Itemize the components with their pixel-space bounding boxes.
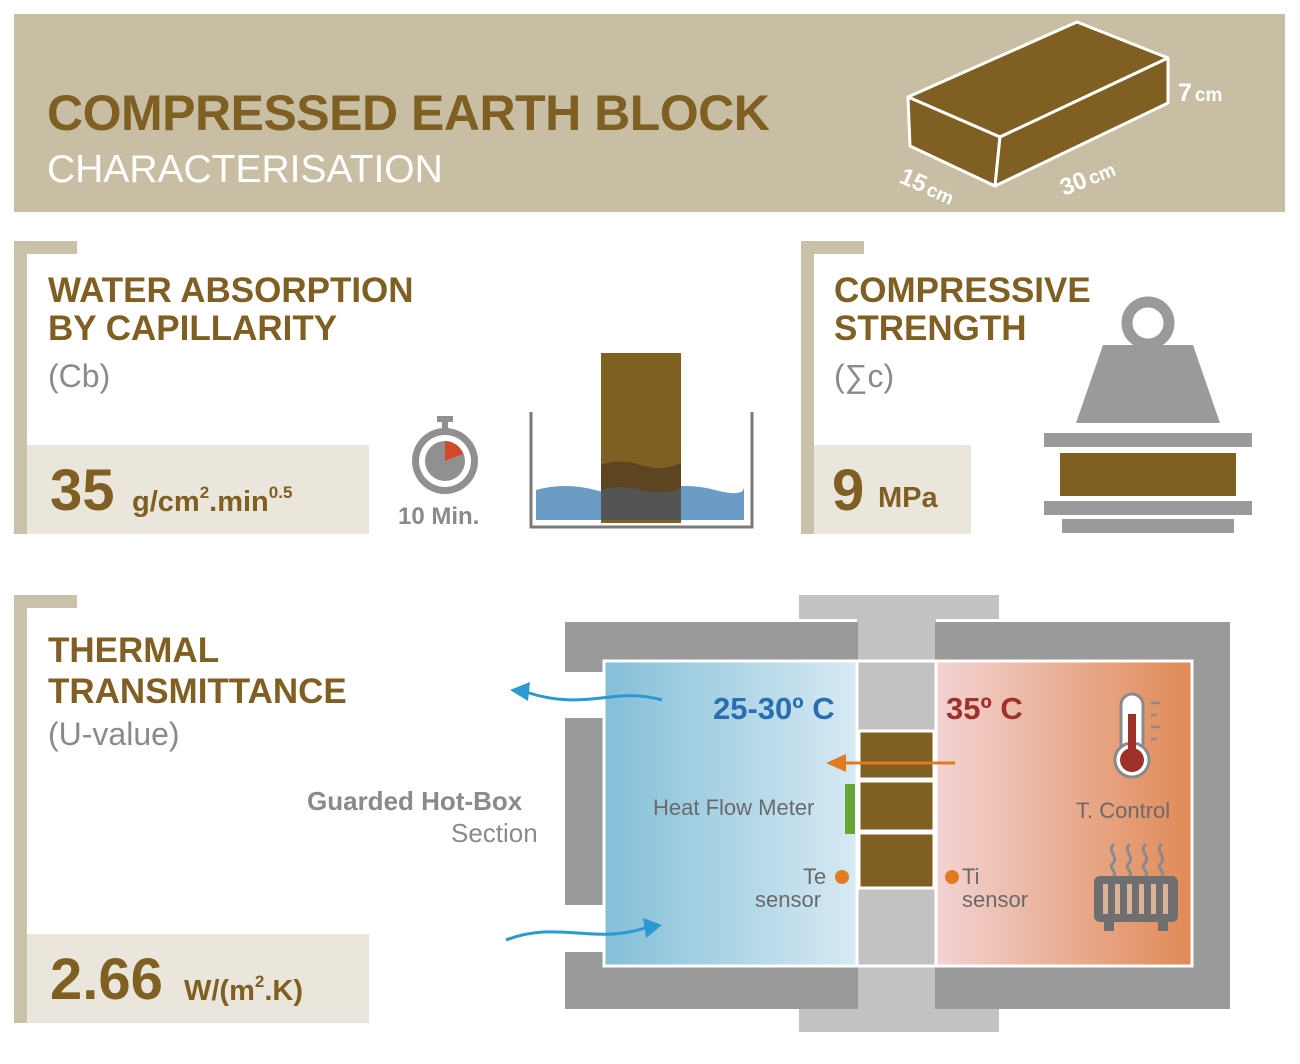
te-sensor-dot — [835, 870, 849, 884]
compressive-bracket-vertical — [801, 241, 814, 534]
water-value: 35 — [50, 458, 115, 523]
cold-temp: 25-30º C — [713, 691, 835, 726]
thermal-title-line1: THERMAL — [48, 631, 220, 670]
thermal-symbol: (U-value) — [48, 716, 180, 752]
water-tank — [529, 412, 754, 529]
block-side-face — [993, 56, 1170, 188]
hot-temp: 35º C — [946, 691, 1023, 726]
compressive-title-line1: COMPRESSIVE — [834, 271, 1091, 310]
water-unit: g/cm2.min0.5 — [132, 483, 293, 518]
specimen-block-2 — [857, 779, 936, 833]
specimen-block-1 — [857, 729, 936, 781]
water-bracket-vertical — [14, 241, 27, 534]
frame-top-bar — [799, 595, 999, 619]
air-in-arrow — [505, 926, 646, 942]
thermal-bracket-vertical — [14, 595, 27, 1023]
water-bracket-horizontal — [14, 241, 77, 254]
hotbox-label: Guarded Hot-Box — [307, 786, 523, 816]
frame-bottom-bar — [799, 1008, 999, 1032]
heat-flow-meter-label: Heat Flow Meter — [653, 795, 815, 820]
radiator-icon — [1094, 876, 1178, 931]
thermal-title-line2: TRANSMITTANCE — [48, 672, 347, 711]
cold-chamber — [602, 659, 859, 968]
temp-control-label: T. Control — [1076, 798, 1171, 823]
capillary-test-diagram — [529, 353, 754, 529]
page-subtitle: CHARACTERISATION — [47, 148, 443, 191]
timer-label: 10 Min. — [398, 503, 480, 530]
water-symbol: (Cb) — [48, 358, 111, 394]
thermal-bracket-horizontal — [14, 595, 77, 608]
te-sensor-label: sensor — [755, 887, 822, 912]
heat-flow-arrow — [826, 754, 846, 772]
compressive-symbol: (∑c) — [834, 358, 895, 394]
compressive-value: 9 — [832, 458, 865, 523]
ti-sensor-dot — [945, 870, 959, 884]
ti-label: Ti — [962, 864, 980, 889]
compressive-unit: MPa — [878, 482, 938, 514]
compressive-value-box — [814, 445, 971, 534]
heater-icon — [1109, 843, 1165, 879]
hotbox-section-label: Section — [451, 818, 538, 848]
thermal-unit: W/(m2.K) — [184, 972, 304, 1007]
compressive-bracket-horizontal — [801, 241, 864, 254]
specimen-block-3 — [857, 831, 936, 890]
heat-flow-meter-plate — [845, 784, 855, 834]
compressive-title-line2: STRENGTH — [834, 309, 1027, 348]
thermal-value: 2.66 — [50, 947, 163, 1012]
te-label: Te — [803, 864, 827, 889]
ti-sensor-label: sensor — [962, 887, 1029, 912]
stopwatch-icon — [412, 416, 478, 494]
submerged-part — [601, 487, 681, 520]
thermometer-icon — [1113, 692, 1160, 779]
thermal-value-box — [27, 934, 369, 1023]
page-title: COMPRESSED EARTH BLOCK — [47, 85, 770, 141]
press-weight-icon — [1044, 296, 1252, 533]
air-out-arrow — [525, 690, 663, 702]
water-value-box — [27, 445, 369, 534]
water-title-line1: WATER ABSORPTION — [48, 271, 414, 310]
water-title-line2: BY CAPILLARITY — [48, 309, 338, 348]
